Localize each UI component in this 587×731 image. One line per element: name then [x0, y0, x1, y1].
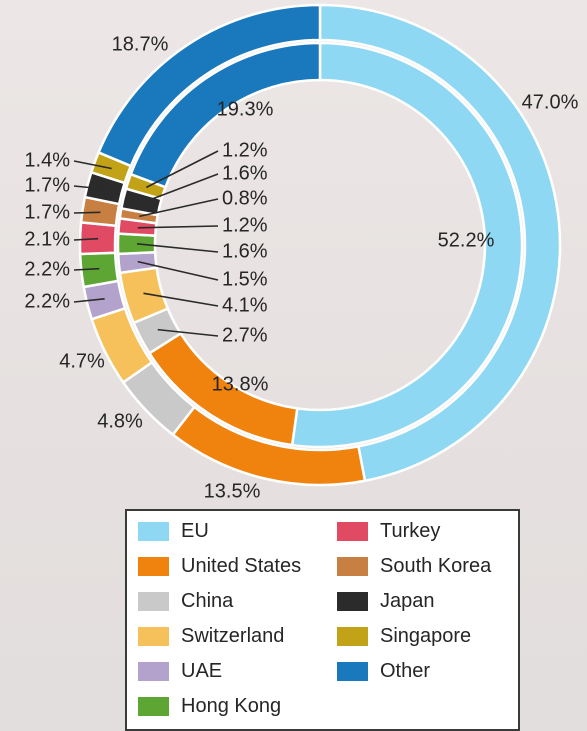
legend-swatch [138, 697, 169, 716]
legend-label: South Korea [380, 555, 492, 577]
legend-label: Turkey [380, 520, 441, 542]
label-outer-united-states: 13.5% [204, 480, 261, 502]
legend-label: EU [181, 520, 209, 542]
legend-swatch [138, 662, 169, 681]
legend-item-hong-kong: Hong Kong [138, 695, 281, 718]
legend-swatch [138, 627, 169, 646]
label-outer-hong-kong: 2.2% [24, 258, 70, 280]
legend-swatch [337, 592, 368, 611]
legend-label: China [181, 590, 234, 612]
label-inner-eu: 52.2% [438, 229, 495, 251]
label-inner-singapore: 1.2% [222, 139, 268, 161]
slice-inner-eu [290, 41, 524, 449]
legend-label: Other [380, 660, 431, 682]
label-outer-china: 4.8% [97, 410, 143, 432]
legend-item-united-states: United States [138, 555, 301, 578]
label-outer-south-korea: 1.7% [24, 201, 70, 223]
label-inner-china: 2.7% [222, 324, 268, 346]
legend-item-turkey: Turkey [337, 520, 440, 543]
label-inner-other: 19.3% [217, 98, 274, 120]
leader-inner-hong-kong [136, 243, 219, 253]
leader-outer-south-korea [73, 211, 101, 214]
legend-item-other: Other [337, 660, 430, 683]
legend-item-singapore: Singapore [337, 625, 471, 648]
legend-swatch [138, 592, 169, 611]
legend-label: Japan [380, 590, 435, 612]
label-outer-eu: 47.0% [522, 91, 579, 113]
slice-outer-other [97, 3, 322, 168]
label-inner-switzerland: 4.1% [222, 294, 268, 316]
legend-swatch [337, 662, 368, 681]
label-inner-south-korea: 0.8% [222, 187, 268, 209]
slice-inner-other [129, 41, 322, 189]
legend-label: Switzerland [181, 625, 285, 647]
label-outer-other: 18.7% [112, 33, 169, 55]
leader-outer-hong-kong [73, 267, 100, 271]
leader-outer-japan [73, 185, 106, 190]
legend-label: United States [181, 555, 302, 577]
legend-label: UAE [181, 660, 223, 682]
legend-item-eu: EU [138, 520, 209, 543]
label-inner-united-states: 13.8% [212, 373, 269, 395]
label-inner-turkey: 1.2% [222, 214, 268, 236]
leader-inner-south-korea [139, 198, 219, 218]
label-outer-uae: 2.2% [24, 290, 70, 312]
legend-swatch [138, 522, 169, 541]
leader-inner-china [157, 328, 219, 337]
legend-swatch [337, 522, 368, 541]
leader-outer-turkey [73, 237, 99, 241]
label-inner-hong-kong: 1.6% [222, 240, 268, 262]
legend-item-south-korea: South Korea [337, 555, 491, 578]
leader-inner-turkey [137, 225, 219, 229]
leader-outer-uae [73, 298, 105, 303]
legend-label: Hong Kong [181, 695, 282, 717]
slice-inner-hong-kong [116, 232, 157, 256]
label-inner-japan: 1.6% [222, 162, 268, 184]
legend-item-switzerland: Switzerland [138, 625, 284, 648]
legend-item-uae: UAE [138, 660, 222, 683]
leader-inner-switzerland [143, 292, 219, 307]
label-outer-switzerland: 4.7% [59, 350, 105, 372]
leader-inner-singapore [145, 150, 219, 189]
leader-inner-uae [137, 260, 219, 281]
legend-item-japan: Japan [337, 590, 435, 613]
leader-inner-japan [141, 173, 219, 204]
legend-swatch [138, 557, 169, 576]
slice-inner-uae [116, 251, 158, 275]
legend-swatch [337, 627, 368, 646]
legend-item-china: China [138, 590, 233, 613]
label-outer-singapore: 1.4% [24, 149, 70, 171]
leader-outer-singapore [73, 160, 112, 170]
legend-label: Singapore [380, 625, 472, 647]
legend-swatch [337, 557, 368, 576]
label-outer-japan: 1.7% [24, 174, 70, 196]
label-inner-uae: 1.5% [222, 268, 268, 290]
label-outer-turkey: 2.1% [24, 228, 70, 250]
